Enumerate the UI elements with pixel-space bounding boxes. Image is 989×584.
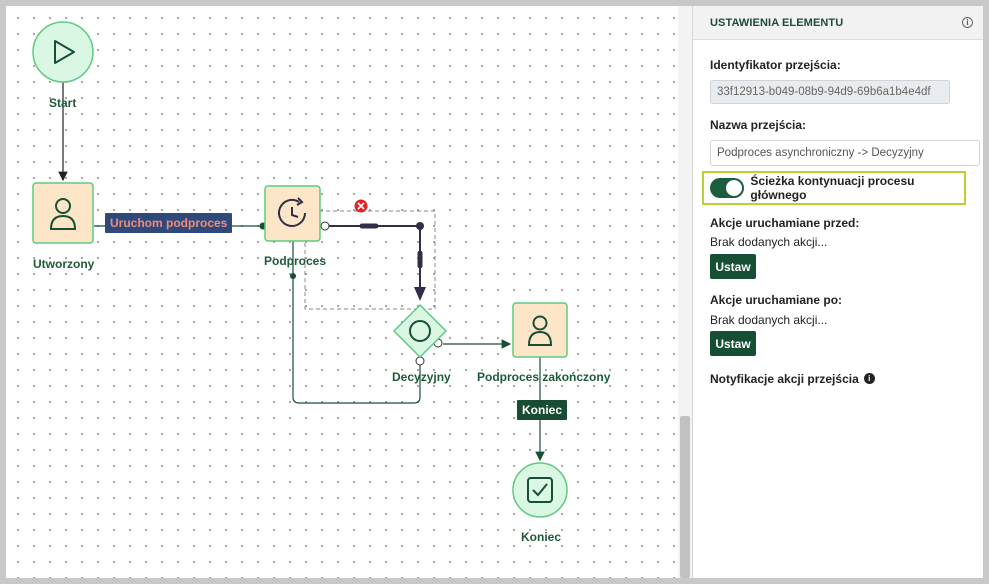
edge-endpoint[interactable] <box>416 222 424 230</box>
actions-before-empty: Brak dodanych akcji... <box>710 235 828 249</box>
node-podproces-zakonczony[interactable] <box>512 302 568 358</box>
node-label-podproces-zakonczony: Podproces zakończony <box>477 370 611 384</box>
node-label-podproces: Podproces <box>264 254 327 268</box>
user-icon <box>49 198 77 230</box>
workflow-canvas[interactable]: Start Utworzony Podproces Decyzyjny Podp… <box>6 6 678 578</box>
main-path-toggle-switch[interactable] <box>710 178 745 198</box>
info-icon[interactable]: i <box>962 17 973 28</box>
node-label-koniec: Koniec <box>521 530 562 544</box>
edge-podproces-decyzyjny-selected[interactable] <box>325 225 421 293</box>
edge-start-port[interactable] <box>320 221 330 231</box>
actions-after-set-button[interactable]: Ustaw <box>710 331 756 356</box>
canvas-scrollbar-thumb[interactable] <box>680 416 690 578</box>
edge-endpoint[interactable] <box>290 273 296 279</box>
delete-x-icon[interactable] <box>354 199 368 213</box>
actions-before-label: Akcje uruchamiane przed: <box>710 216 860 230</box>
node-start[interactable] <box>32 21 94 83</box>
main-path-toggle-row[interactable]: Ścieżka kontynuacji procesu głównego <box>702 171 966 205</box>
node-koniec[interactable] <box>512 462 568 518</box>
panel-title: USTAWIENIA ELEMENTU <box>710 16 844 29</box>
transition-name-input[interactable] <box>710 140 980 166</box>
transition-id-label: Identyfikator przejścia: <box>710 58 841 72</box>
check-icon <box>527 477 553 503</box>
async-clock-icon <box>278 197 306 227</box>
transition-id-field: 33f12913-b049-08b9-94d9-69b6a1b4e4df <box>710 80 950 104</box>
workflow-diagram <box>32 21 568 518</box>
main-path-toggle-label: Ścieżka kontynuacji procesu głównego <box>750 174 915 202</box>
panel-header: USTAWIENIA ELEMENTU i <box>693 6 983 40</box>
node-podproces[interactable] <box>264 185 321 242</box>
actions-after-empty: Brak dodanych akcji... <box>710 313 828 327</box>
node-utworzony[interactable] <box>32 182 94 244</box>
circle-gateway-icon <box>409 320 431 342</box>
edge-label-uruchom-podproces[interactable]: Uruchom podproces <box>105 213 233 233</box>
edge-arrowhead <box>414 287 426 301</box>
node-label-utworzony: Utworzony <box>33 257 95 271</box>
edge-label-koniec[interactable]: Koniec <box>517 400 568 420</box>
edge-start-port[interactable] <box>415 356 425 366</box>
selection-box <box>304 210 436 310</box>
notifications-label: Notyfikacje akcji przejścia <box>710 372 859 386</box>
info-icon[interactable]: i <box>863 373 875 385</box>
toggle-knob <box>726 180 743 196</box>
play-icon <box>54 40 75 64</box>
element-settings-panel: USTAWIENIA ELEMENTU i Identyfikator prze… <box>692 6 983 578</box>
actions-before-set-button[interactable]: Ustaw <box>710 254 756 279</box>
user-icon <box>527 315 553 346</box>
actions-after-label: Akcje uruchamiane po: <box>710 293 843 307</box>
app-frame: Start Utworzony Podproces Decyzyjny Podp… <box>6 6 983 578</box>
node-label-decyzyjny: Decyzyjny <box>392 370 451 384</box>
node-label-start: Start <box>49 96 77 110</box>
edge-decyzyjny-podproces-loop[interactable] <box>292 233 421 404</box>
node-decyzyjny[interactable] <box>392 303 448 359</box>
transition-name-label: Nazwa przejścia: <box>710 118 807 132</box>
notifications-row: Notyfikacje akcji przejścia i <box>710 370 875 388</box>
